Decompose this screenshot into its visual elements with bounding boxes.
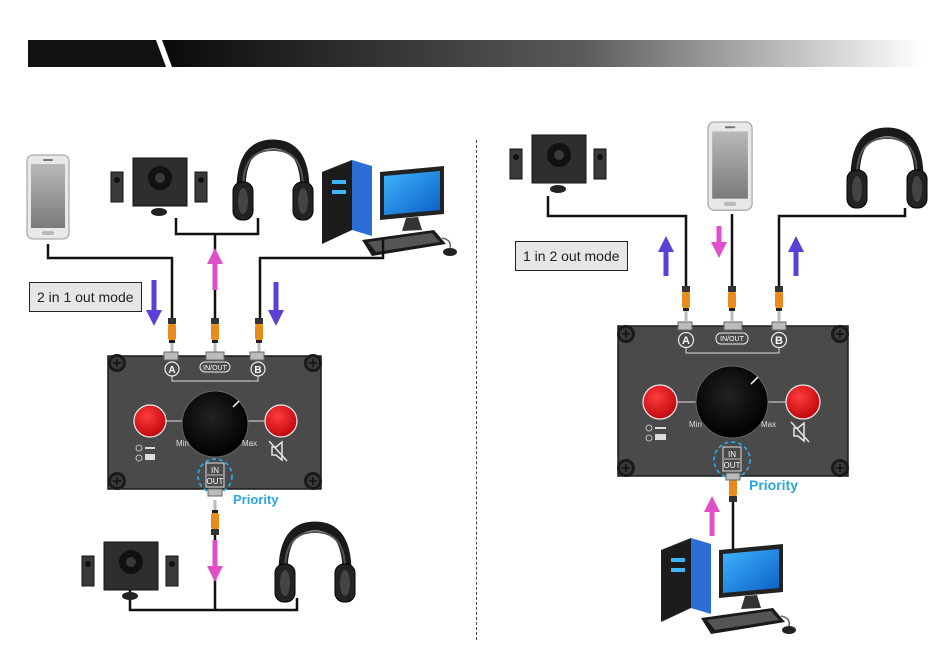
port-a-label: A	[682, 335, 690, 347]
desktop-computer-icon	[661, 538, 796, 634]
knob-min-label: Min	[176, 439, 189, 448]
audio-plug-icon	[728, 286, 736, 321]
priority-label: Priority	[749, 477, 798, 493]
right-panel: A IN/OUT B Min Max IN OUT	[510, 122, 927, 634]
arrow-output-bottom	[207, 540, 223, 582]
red-button-icon	[265, 405, 297, 437]
arrow-output-top	[207, 248, 223, 290]
arrow-input-a	[146, 280, 162, 326]
switch-box-left: A IN/OUT B Min Max IN OUT	[108, 352, 322, 496]
bottom-port-in: IN	[211, 466, 219, 475]
knob-min-label: Min	[689, 420, 702, 429]
headphones-icon	[847, 132, 927, 208]
audio-plug-icon	[775, 286, 783, 321]
knob-max-label: Max	[242, 439, 257, 448]
arrow-input-b	[268, 282, 284, 326]
audio-plug-icon	[255, 318, 263, 353]
bottom-port-out: OUT	[207, 477, 224, 486]
arrow-input-bottom	[704, 496, 720, 536]
arrow-output-a	[658, 236, 674, 276]
port-a-label: A	[168, 365, 175, 376]
port-inout-label: IN/OUT	[203, 365, 227, 372]
left-panel: A IN/OUT B Min Max IN OUT	[27, 144, 457, 610]
red-button-icon	[786, 385, 820, 419]
port-b-label: B	[775, 335, 783, 347]
priority-label: Priority	[233, 492, 279, 507]
audio-plug-icon	[168, 318, 176, 353]
headphones-icon	[275, 526, 355, 602]
switch-box-right: A IN/OUT B Min Max IN OUT	[617, 322, 849, 480]
arrow-output-b	[788, 236, 804, 276]
speakers-icon	[510, 135, 606, 193]
knob-max-label: Max	[761, 420, 776, 429]
bottom-port-out: OUT	[724, 461, 741, 470]
port-inout-label: IN/OUT	[720, 336, 744, 343]
smartphone-icon	[708, 122, 752, 210]
smartphone-icon	[27, 155, 69, 239]
red-button-icon	[643, 385, 677, 419]
desktop-computer-icon	[322, 160, 457, 256]
speakers-icon	[111, 158, 207, 216]
headphones-icon	[233, 144, 313, 220]
bottom-port-in: IN	[728, 450, 736, 459]
audio-plug-icon	[211, 500, 219, 535]
audio-plug-icon	[682, 286, 690, 321]
audio-plug-icon	[211, 318, 219, 353]
red-button-icon	[134, 405, 166, 437]
port-b-label: B	[254, 365, 261, 376]
arrow-input-top	[711, 226, 727, 258]
